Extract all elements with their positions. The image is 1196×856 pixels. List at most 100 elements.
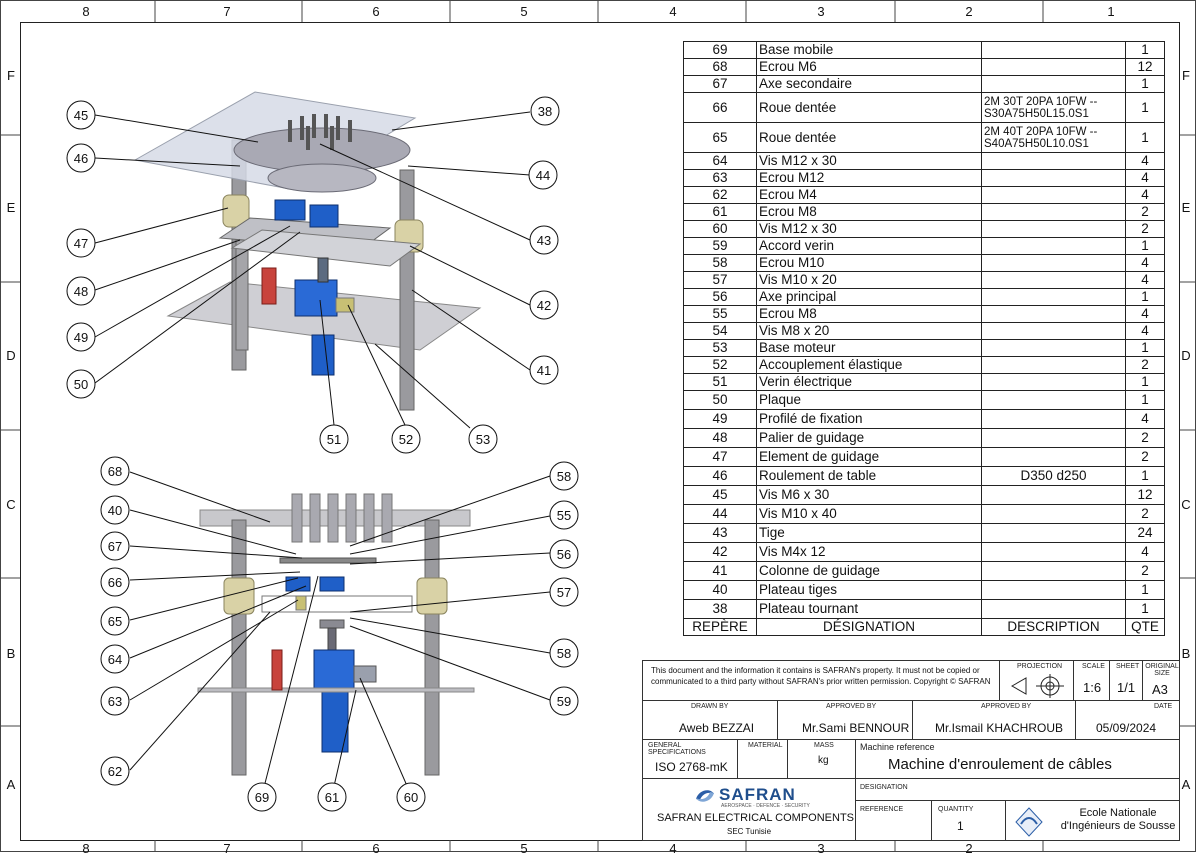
designation-label: DESIGNATION <box>860 784 908 791</box>
projection-label: PROJECTION <box>1017 663 1063 670</box>
reference-cell: REFERENCE <box>855 800 932 841</box>
zone-col-8-bottom: 8 <box>82 841 90 856</box>
blue-block-front-1 <box>285 576 311 592</box>
approved-1-cell: APPROVED BY Mr.Sami BENNOUR <box>777 700 913 740</box>
sheet-value: 1/1 <box>1117 680 1136 695</box>
bom-description <box>981 356 1126 374</box>
bom-designation: Ecrou M6 <box>756 58 982 76</box>
bom-qty: 1 <box>1125 390 1165 410</box>
bom-description <box>981 58 1126 76</box>
bom-qty: 2 <box>1125 504 1165 524</box>
bom-ref: 43 <box>683 523 757 543</box>
bom-designation: Base moteur <box>756 339 982 357</box>
zone-row-a: A <box>6 777 16 792</box>
bom-description <box>981 339 1126 357</box>
approved-1-label: APPROVED BY <box>826 703 877 710</box>
bom-qty: 1 <box>1125 122 1165 153</box>
balloon-64: 64 <box>108 652 122 667</box>
bom-designation: Palier de guidage <box>756 428 982 448</box>
mass-label: MASS <box>814 742 834 749</box>
size-value: A3 <box>1152 682 1168 697</box>
bom-designation: Vis M12 x 30 <box>756 152 982 170</box>
bom-description <box>981 599 1126 619</box>
balloon-58-lower: 58 <box>557 646 571 661</box>
bom-description <box>981 203 1126 221</box>
bom-qty: 1 <box>1125 75 1165 93</box>
gen-spec-value: ISO 2768-mK <box>655 760 728 774</box>
balloon-61: 61 <box>325 790 339 805</box>
material-label: MATERIAL <box>748 742 783 749</box>
bom-ref: 68 <box>683 58 757 76</box>
size-cell: ORIGINAL SIZE A3 <box>1142 660 1180 701</box>
bom-ref: 60 <box>683 220 757 238</box>
size-label: ORIGINAL SIZE <box>1145 663 1179 677</box>
bom-ref: 59 <box>683 237 757 255</box>
balloon-55: 55 <box>557 508 571 523</box>
bearing-ring <box>267 163 377 193</box>
approved-2-cell: APPROVED BY Mr.Ismail KHACHROUB <box>912 700 1076 740</box>
bom-ref: 58 <box>683 254 757 272</box>
bom-designation: Roue dentée <box>756 122 982 153</box>
zone-col-3: 3 <box>817 4 825 19</box>
bom-description <box>981 220 1126 238</box>
bom-description <box>981 580 1126 600</box>
zone-col-2-bottom: 2 <box>965 841 973 856</box>
zone-col-3-bottom: 3 <box>817 841 825 856</box>
bom-ref: 54 <box>683 322 757 340</box>
machine-ref-cell: Machine reference Machine d'enroulement … <box>855 739 1180 779</box>
zone-row-f-right: F <box>1182 68 1190 83</box>
rods-top <box>288 114 352 150</box>
bom-qty: 2 <box>1125 356 1165 374</box>
actuator-shaft <box>317 257 329 283</box>
zone-col-7: 7 <box>223 4 231 19</box>
bom-designation: Vis M4x 12 <box>756 542 982 562</box>
bom-description <box>981 254 1126 272</box>
bom-ref: 61 <box>683 203 757 221</box>
bom-description <box>981 75 1126 93</box>
bom-description <box>981 186 1126 204</box>
bom-designation: Roue dentée <box>756 92 982 123</box>
bom-description <box>981 485 1126 505</box>
company-cell: SAFRAN AEROSPACE · DEFENCE · SECURITY SA… <box>642 778 856 841</box>
bom-designation: Ecrou M4 <box>756 186 982 204</box>
bom-designation: Vis M10 x 20 <box>756 271 982 289</box>
mass-value: kg <box>818 755 829 766</box>
balloon-43: 43 <box>537 233 551 248</box>
bom-description <box>981 41 1126 59</box>
bom-qty: 1 <box>1125 580 1165 600</box>
bom-description <box>981 504 1126 524</box>
bom-ref: 38 <box>683 599 757 619</box>
balloon-59: 59 <box>557 694 571 709</box>
bom-ref: 69 <box>683 41 757 59</box>
bom-ref: 42 <box>683 542 757 562</box>
bom-qty: 12 <box>1125 58 1165 76</box>
bom-ref: 48 <box>683 428 757 448</box>
bom-qty: 1 <box>1125 373 1165 391</box>
plaque <box>230 229 422 267</box>
bom-ref: 46 <box>683 466 757 486</box>
bom-qty: 2 <box>1125 220 1165 238</box>
zone-row-d-right: D <box>1181 348 1191 363</box>
zone-col-7-bottom: 7 <box>223 841 231 856</box>
balloon-51: 51 <box>327 432 341 447</box>
balloon-47: 47 <box>74 236 88 251</box>
zone-row-e-right: E <box>1181 200 1191 215</box>
zone-col-8: 8 <box>82 4 90 19</box>
date-cell: DATE 05/09/2024 <box>1075 700 1180 740</box>
blue-block-front-2 <box>319 576 345 592</box>
date-value: 05/09/2024 <box>1096 721 1157 735</box>
zone-col-4-bottom: 4 <box>669 841 677 856</box>
balloon-60: 60 <box>404 790 418 805</box>
